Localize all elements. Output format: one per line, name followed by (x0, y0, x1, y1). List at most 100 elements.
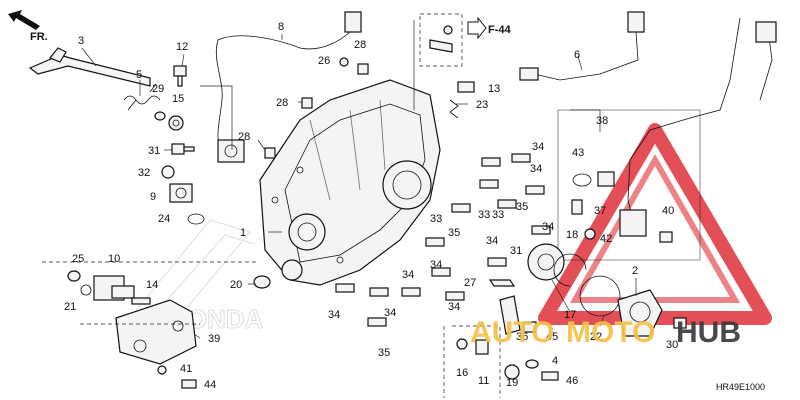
bolt-45 (523, 321, 537, 333)
shift-shaft (28, 47, 151, 87)
callout: 35 (378, 347, 390, 359)
bolt-46 (541, 371, 559, 381)
automotohub-watermark: AUTO MOTO HUB (470, 316, 741, 349)
callout: 35 (448, 227, 460, 239)
callout: 34 (486, 235, 498, 247)
o-ring-24 (187, 213, 205, 225)
callout: 19 (506, 377, 518, 389)
bolt-37 (571, 199, 583, 215)
callout: 24 (158, 213, 170, 225)
washer-20 (253, 275, 271, 289)
callout: 28 (238, 131, 250, 143)
callout: 27 (464, 277, 476, 289)
sensor-9 (169, 183, 193, 203)
callout: 2 (632, 265, 638, 277)
callout: 34 (542, 221, 554, 233)
bolt-16 (456, 338, 468, 350)
callout: 14 (146, 279, 158, 291)
page-reference: F-44 (419, 13, 512, 67)
callout: 40 (662, 205, 674, 217)
callout: 11 (478, 375, 489, 387)
bolt-31 (171, 143, 195, 155)
callout: 18 (566, 229, 578, 241)
callout: 43 (572, 147, 584, 159)
tensioner-10 (93, 275, 135, 301)
cover-2 (617, 289, 663, 337)
watermark-moto: MOTO (566, 316, 655, 349)
bearing-17 (527, 243, 565, 281)
callout: 26 (318, 55, 330, 67)
bolt-41 (157, 365, 167, 375)
callout: 30 (666, 339, 678, 351)
seal-21 (80, 284, 92, 296)
callout: 28 (276, 97, 288, 109)
callout: 3 (78, 35, 84, 47)
callout: 13 (488, 83, 500, 95)
callout: 10 (108, 253, 120, 265)
leader-lines (42, 20, 637, 398)
dowel-28b (301, 97, 313, 109)
callout: 17 (564, 309, 576, 321)
callout: 32 (138, 167, 150, 179)
harness-38 (557, 17, 777, 261)
callout: 34 (532, 141, 544, 153)
watermark-auto: AUTO (470, 316, 554, 349)
callout: 42 (600, 233, 612, 245)
bolt-40 (659, 231, 673, 243)
callout: 33 (430, 213, 442, 225)
return-spring (123, 83, 161, 111)
callout: 35 (516, 201, 528, 213)
callout: 25 (72, 253, 84, 265)
seal-19 (504, 364, 520, 380)
callout: 20 (230, 279, 242, 291)
callout: 1 (240, 227, 246, 239)
nut-26 (339, 57, 349, 67)
bolt-14 (131, 297, 151, 305)
callout: 31 (148, 145, 160, 157)
plug-32 (161, 165, 175, 179)
callout: 37 (594, 205, 606, 217)
callout: 15 (172, 93, 184, 105)
callout: 34 (384, 307, 396, 319)
front-direction-arrow: FR. (8, 10, 48, 43)
callout: 45 (546, 331, 558, 343)
callout: 5 (136, 69, 142, 81)
callout: 31 (510, 245, 522, 257)
callout: 39 (208, 333, 220, 345)
callout: 23 (476, 99, 488, 111)
page-reference-label: F-44 (488, 24, 512, 36)
callout: 34 (530, 163, 542, 175)
callout: 21 (64, 301, 76, 313)
watermark-hub: HUB (676, 316, 741, 349)
callout-labels: 3 5 29 15 12 8 28 26 28 28 31 32 9 24 1 … (64, 21, 678, 391)
callout: 6 (574, 49, 580, 61)
callout: 41 (180, 363, 192, 375)
bolt-30 (673, 317, 687, 329)
drawing-code: HR49E1000 (716, 382, 765, 392)
callout: 46 (566, 375, 578, 387)
sensor-harness-8 (215, 11, 362, 163)
callout: 8 (278, 21, 284, 33)
callout: 34 (328, 309, 340, 321)
bracket-39 (115, 299, 197, 365)
circlip (553, 253, 587, 287)
callout: 36 (516, 331, 528, 343)
bolt-11 (475, 339, 489, 355)
callout: 44 (204, 379, 216, 391)
washer-29 (154, 111, 166, 121)
seal-15 (168, 115, 184, 131)
dowel-28a (357, 63, 369, 75)
callout: 16 (456, 367, 468, 379)
callout: 34 (430, 259, 442, 271)
drain-plug-13 (457, 81, 475, 93)
dowel-28c (264, 147, 276, 159)
crankcase-bolts (335, 153, 551, 327)
washer-25 (67, 270, 81, 282)
bolt-44 (181, 379, 197, 389)
direction-label: FR. (30, 31, 48, 43)
bracket-36 (499, 295, 521, 335)
callout: 12 (176, 41, 188, 53)
callout: 38 (596, 115, 608, 127)
